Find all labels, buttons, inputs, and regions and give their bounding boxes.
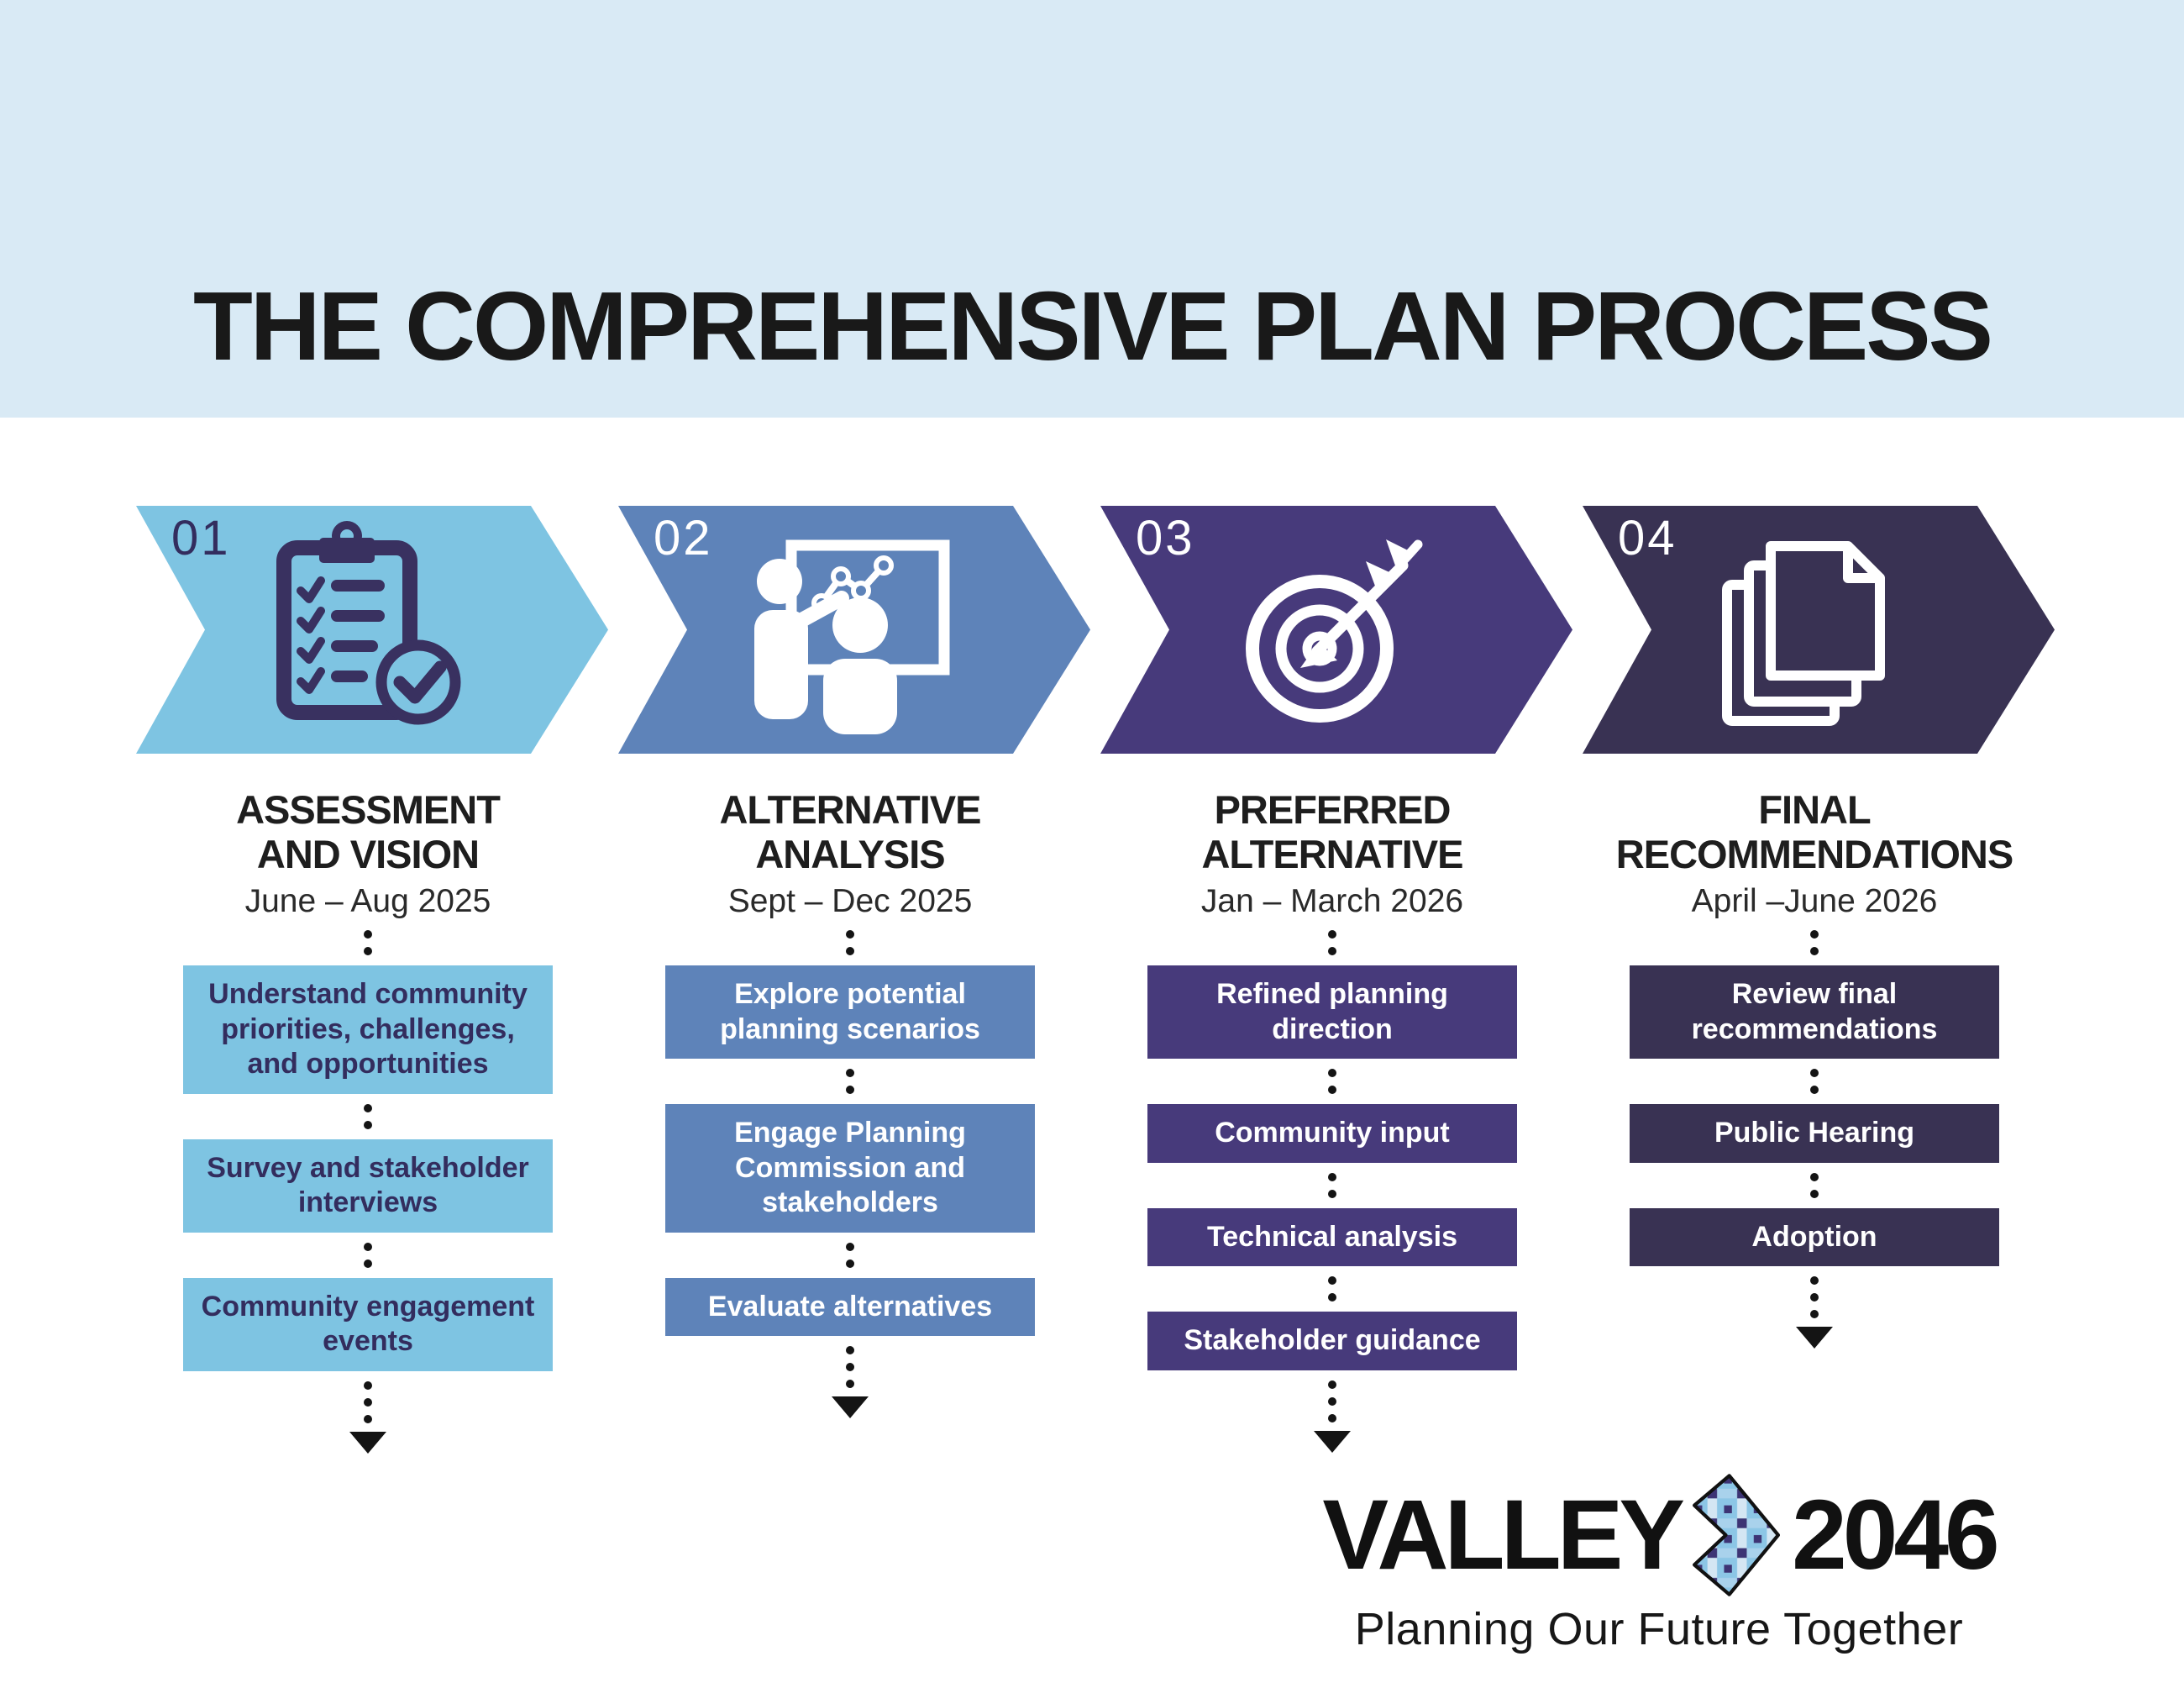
phase-4-chevron: 04 xyxy=(1583,506,2055,754)
phase-2-title-line2: ANALYSIS xyxy=(755,831,945,876)
phase-3-item-3: Technical analysis xyxy=(1147,1207,1517,1267)
phase-2-column: ALTERNATIVE ANALYSIS Sept – Dec 2025 Exp… xyxy=(665,787,1035,1419)
phase-1-item-2: Survey and stakeholder interviews xyxy=(183,1138,553,1233)
dotted-connector xyxy=(846,1069,854,1095)
valley-2046-logo: VALLEY 2046 Planning Our Future Together xyxy=(1298,1472,2020,1655)
plaid-diamond-chevron-icon xyxy=(1693,1474,1781,1596)
phase-4-item-3: Adoption xyxy=(1630,1207,1999,1267)
dotted-connector xyxy=(364,1380,372,1423)
dotted-connector xyxy=(846,1242,854,1268)
dotted-connector xyxy=(1328,1276,1336,1302)
phase-3-title-line1: PREFERRED xyxy=(1214,787,1452,832)
phase-2-dates: Sept – Dec 2025 xyxy=(727,883,973,920)
phase-1-item-3: Community engagement events xyxy=(183,1277,553,1371)
down-arrow-icon xyxy=(1314,1430,1351,1453)
phase-3-item-2: Community input xyxy=(1147,1104,1517,1163)
phase-2-number: 02 xyxy=(654,511,713,565)
dotted-connector xyxy=(364,1242,372,1268)
phase-4-dates: April –June 2026 xyxy=(1691,883,1938,920)
phase-4-number: 04 xyxy=(1618,511,1677,565)
process-arrow-row: 01 xyxy=(136,506,2055,754)
dotted-connector xyxy=(1328,930,1336,956)
down-arrow-icon xyxy=(1796,1327,1833,1349)
phase-4-item-2: Public Hearing xyxy=(1630,1104,1999,1163)
target-arrow-icon xyxy=(1246,539,1423,723)
phase-2-item-2: Engage Planning Commission and stakehold… xyxy=(665,1104,1035,1233)
phase-3-dates: Jan – March 2026 xyxy=(1200,883,1464,920)
page-title: THE COMPREHENSIVE PLAN PROCESS xyxy=(192,271,1993,381)
logo-word-2046: 2046 xyxy=(1792,1480,2000,1591)
logo-tagline: Planning Our Future Together xyxy=(1354,1604,1964,1654)
phase-2-title-line1: ALTERNATIVE xyxy=(719,787,981,832)
phase-1-column: ASSESSMENT AND VISION June – Aug 2025 Un… xyxy=(183,787,553,1454)
logo-row: VALLEY 2046 xyxy=(1322,1472,2000,1598)
phase-4-item-1: Review final recommendations xyxy=(1630,965,1999,1060)
phase-4-title-line1: FINAL xyxy=(1758,787,1871,832)
phase-4-title: FINAL RECOMMENDATIONS xyxy=(1615,787,2013,876)
phase-3-number: 03 xyxy=(1136,511,1195,565)
phase-3-item-4: Stakeholder guidance xyxy=(1147,1312,1517,1370)
documents-stack-icon xyxy=(1722,541,1885,726)
dotted-connector xyxy=(846,930,854,956)
phase-2-chevron: 02 xyxy=(618,506,1090,754)
phase-2-title: ALTERNATIVE ANALYSIS xyxy=(719,787,981,876)
phase-4-column: FINAL RECOMMENDATIONS April –June 2026 R… xyxy=(1616,787,2013,1349)
clipboard-checklist-icon xyxy=(276,521,461,725)
dotted-connector xyxy=(1328,1380,1336,1422)
phase-1-chevron: 01 xyxy=(136,506,608,754)
header-banner: THE COMPREHENSIVE PLAN PROCESS xyxy=(0,0,2184,418)
phase-3-chevron: 03 xyxy=(1100,506,1572,754)
phase-1-title-line1: ASSESSMENT xyxy=(236,787,501,832)
dotted-connector xyxy=(1810,1172,1819,1198)
dotted-connector xyxy=(1328,1172,1336,1198)
dotted-connector xyxy=(846,1346,854,1389)
dotted-connector xyxy=(1328,1069,1336,1095)
phase-1-item-1: Understand community priorities, challen… xyxy=(183,965,553,1094)
phase-3-item-1: Refined planning direction xyxy=(1147,965,1517,1060)
phase-2-item-1: Explore potential planning scenarios xyxy=(665,965,1035,1060)
chevron-shape-1 xyxy=(136,506,608,754)
down-arrow-icon xyxy=(349,1431,386,1454)
phase-3-column: PREFERRED ALTERNATIVE Jan – March 2026 R… xyxy=(1147,787,1517,1453)
dotted-connector xyxy=(364,930,372,956)
dotted-connector xyxy=(364,1103,372,1129)
phase-1-title: ASSESSMENT AND VISION xyxy=(236,787,501,876)
presentation-chart-icon xyxy=(754,539,950,734)
logo-word-valley: VALLEY xyxy=(1322,1480,1685,1591)
dotted-connector xyxy=(1810,930,1819,956)
dotted-connector xyxy=(1810,1276,1819,1319)
dotted-connector xyxy=(1810,1069,1819,1095)
phase-3-title: PREFERRED ALTERNATIVE xyxy=(1201,787,1463,876)
phase-4-title-line2: RECOMMENDATIONS xyxy=(1615,831,2013,876)
phase-1-number: 01 xyxy=(171,511,231,565)
down-arrow-icon xyxy=(832,1396,869,1419)
phase-1-dates: June – Aug 2025 xyxy=(244,883,491,920)
phase-2-item-3: Evaluate alternatives xyxy=(665,1277,1035,1337)
phase-1-title-line2: AND VISION xyxy=(256,831,480,876)
phase-3-title-line2: ALTERNATIVE xyxy=(1201,831,1463,876)
